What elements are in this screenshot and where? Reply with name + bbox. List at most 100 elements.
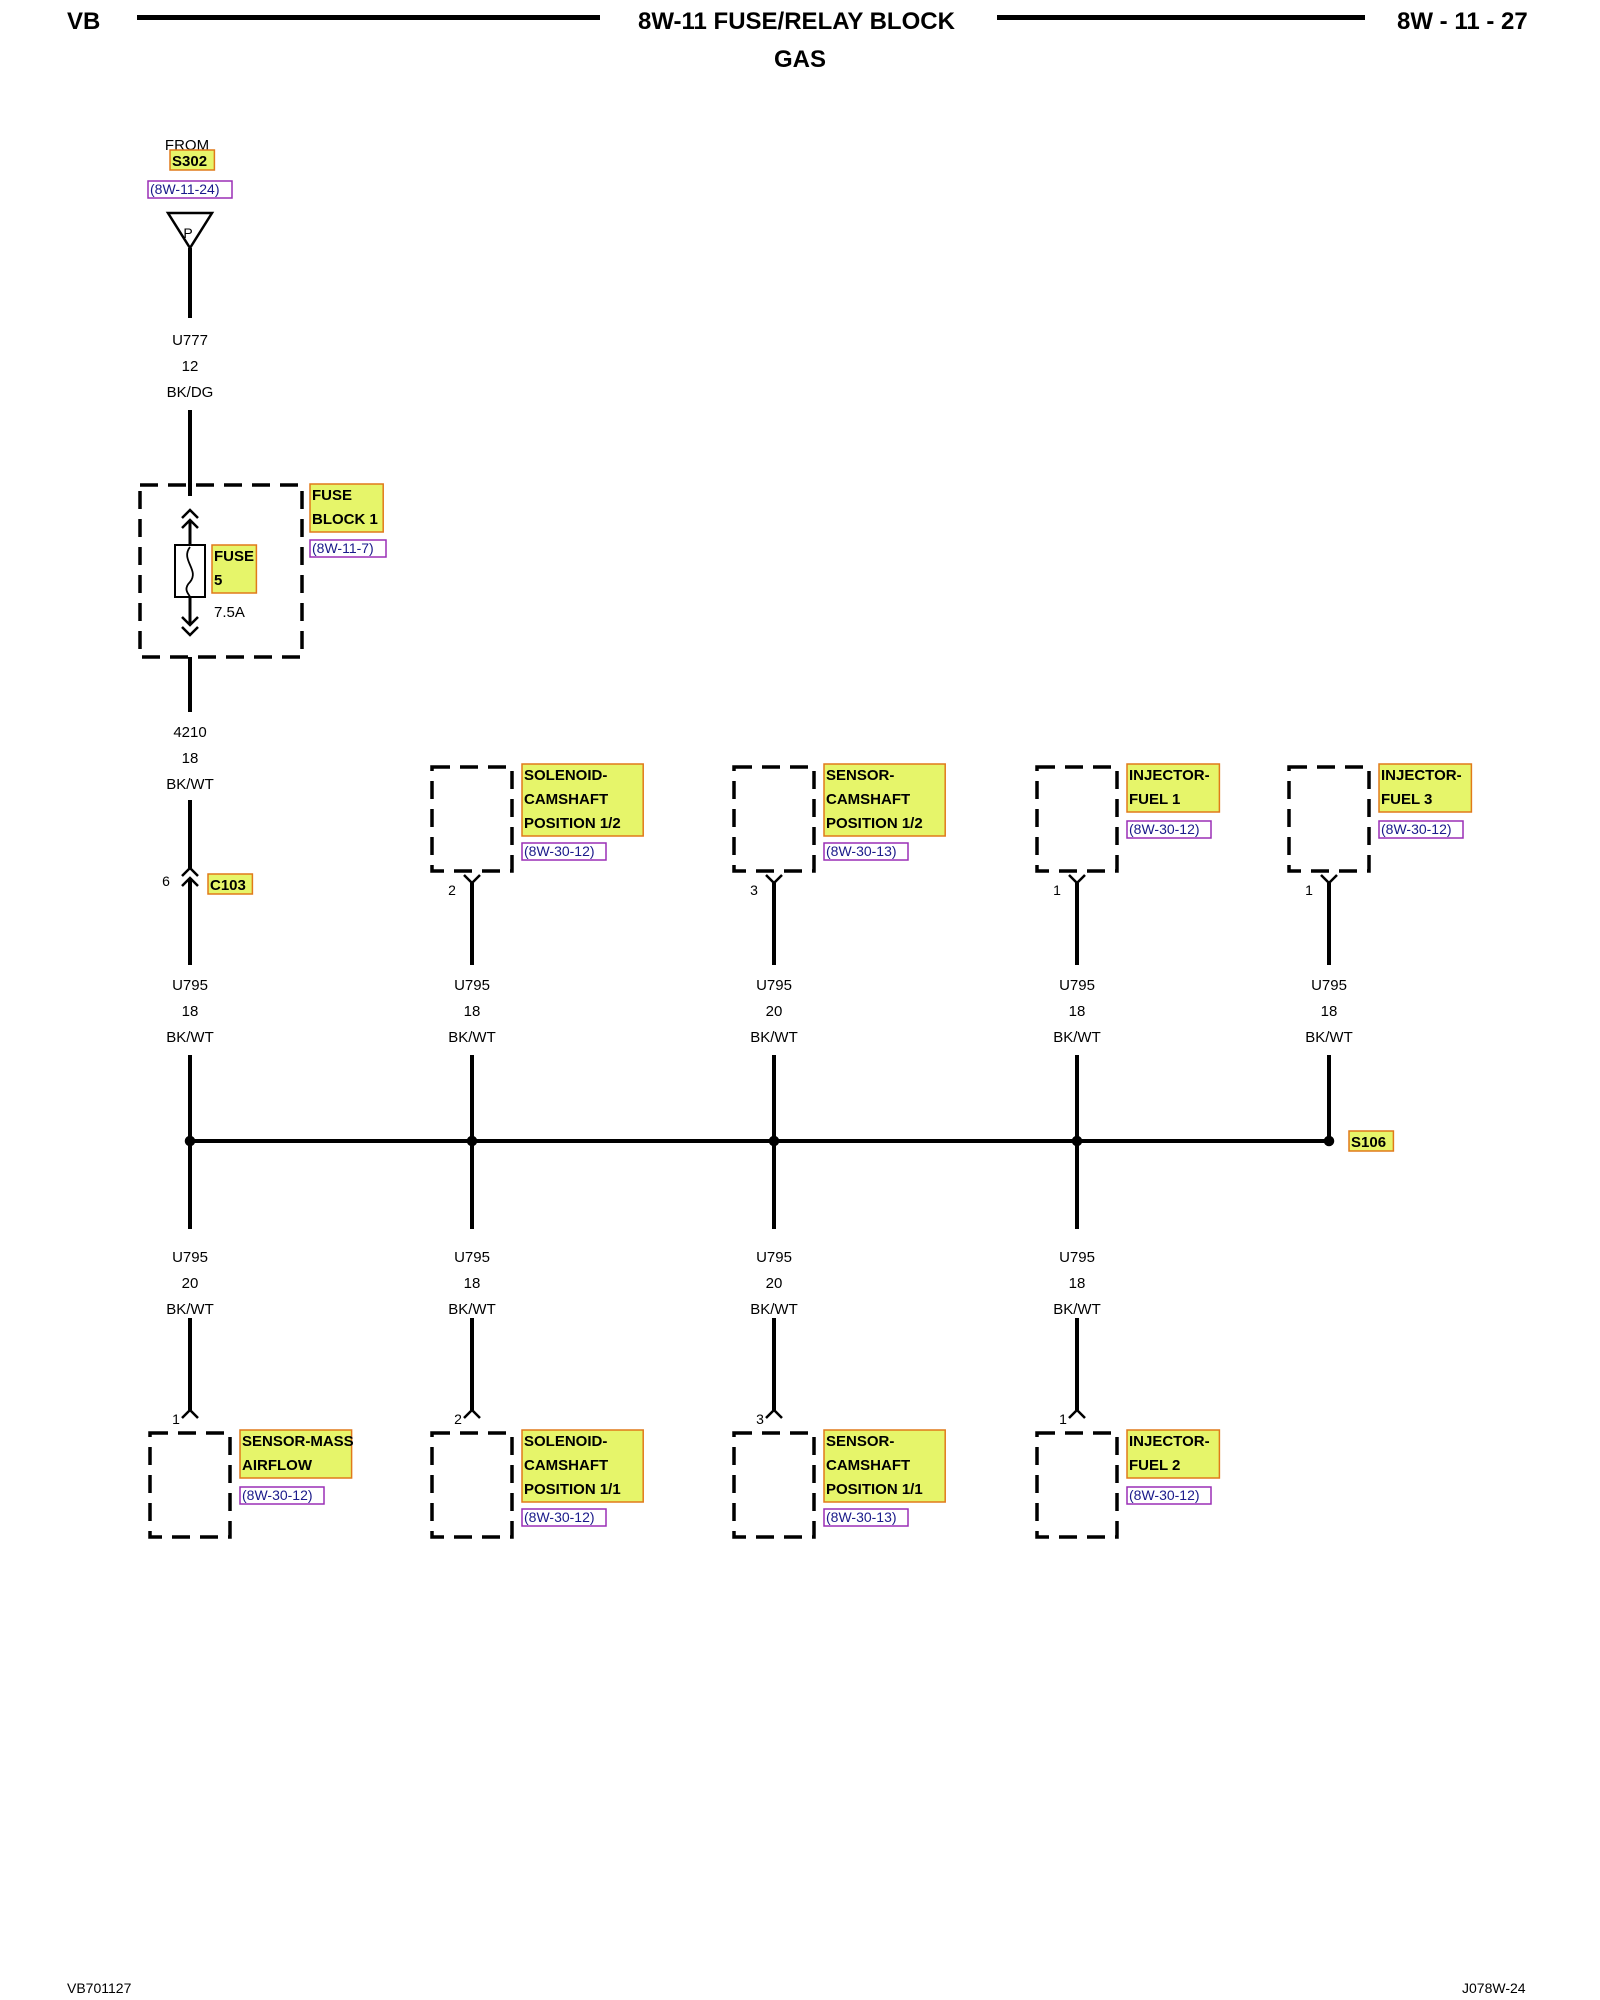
- fuse-block-ref-box: [309, 539, 387, 558]
- out-wire-label-circuit: 4210: [173, 724, 206, 741]
- fuse-block-name-line: BLOCK 1: [312, 511, 378, 528]
- lower-wire-label-0-gauge: 20: [182, 1275, 199, 1292]
- bottom-component-ref-0-box: [239, 1486, 325, 1505]
- fuse-out-connector-icon: [181, 616, 199, 627]
- top-component-name-1-highlight: [823, 763, 946, 837]
- bottom-component-name-3-highlight: [1126, 1429, 1221, 1479]
- lower-wire-label-3-gauge: 18: [1069, 1275, 1086, 1292]
- c103-pin: 6: [162, 873, 170, 889]
- upper-wire-label-0-color: BK/WT: [166, 1029, 214, 1046]
- bottom-component-name-0-line: SENSOR-MASS: [242, 1433, 354, 1450]
- lower-wire-label-1-gauge: 18: [464, 1275, 481, 1292]
- top-component-name-2-highlight: [1126, 763, 1221, 813]
- top-component-ref-2: (8W-30-12): [1129, 821, 1200, 837]
- page-title: 8W-11 FUSE/RELAY BLOCK: [638, 8, 955, 35]
- bottom-component-box-0: [148, 1431, 232, 1539]
- top-component-name-3-highlight: [1378, 763, 1473, 813]
- top-component-name-1-line: SENSOR-: [826, 767, 894, 784]
- header-rule-left: [137, 15, 600, 20]
- bottom-pin-2: 3: [756, 1411, 764, 1427]
- bottom-component-name-2-highlight: [823, 1429, 946, 1503]
- page-number: 8W - 11 - 27: [1397, 8, 1528, 35]
- c103-name-highlight: [207, 873, 254, 895]
- splice-triangle-icon: [165, 211, 215, 251]
- bottom-component-ref-3: (8W-30-12): [1129, 1487, 1200, 1503]
- top-component-ref-3-box: [1378, 820, 1464, 839]
- bottom-component-ref-1-box: [521, 1508, 607, 1527]
- fuse-block-ref: (8W-11-7): [312, 540, 374, 556]
- top-component-name-3-line: FUEL 3: [1381, 791, 1432, 808]
- source-symbol: P: [183, 225, 192, 241]
- fuse-label-highlight: [211, 544, 258, 594]
- splice-node-3: [1071, 1135, 1083, 1147]
- top-component-ref-2-box: [1126, 820, 1212, 839]
- top-pin-0: 2: [448, 882, 456, 898]
- feed-wire-label-circuit: U777: [172, 332, 208, 349]
- top-component-name-0-line: CAMSHAFT: [524, 791, 608, 808]
- bottom-connector-icon-0: [181, 1408, 199, 1419]
- top-connector-icon-0: [463, 874, 481, 885]
- bottom-component-name-0-highlight: [239, 1429, 353, 1479]
- bottom-component-name-2-line: POSITION 1/1: [826, 1481, 923, 1498]
- upper-wire-label-0-circuit: U795: [172, 977, 208, 994]
- bottom-component-name-2-line: SENSOR-: [826, 1433, 894, 1450]
- splice-node-2: [768, 1135, 780, 1147]
- lower-wire-label-0-color: BK/WT: [166, 1301, 214, 1318]
- splice-s106-name-highlight: [1348, 1130, 1395, 1152]
- source-splice-label-highlight: [169, 149, 216, 171]
- bottom-component-name-3-line: INJECTOR-: [1129, 1433, 1210, 1450]
- lower-wire-label-2-circuit: U795: [756, 1249, 792, 1266]
- bottom-component-ref-1: (8W-30-12): [524, 1509, 595, 1525]
- footer-right: J078W-24: [1462, 1980, 1526, 1996]
- top-component-box-3: [1287, 765, 1371, 873]
- top-component-name-2-line: FUEL 1: [1129, 791, 1180, 808]
- bottom-component-ref-3-box: [1126, 1486, 1212, 1505]
- bottom-component-ref-2-box: [823, 1508, 909, 1527]
- bottom-component-name-1-highlight: [521, 1429, 644, 1503]
- top-component-name-0-line: SOLENOID-: [524, 767, 607, 784]
- top-connector-icon-3: [1320, 874, 1338, 885]
- upper-wire-label-3-color: BK/WT: [1053, 1029, 1101, 1046]
- top-component-ref-1: (8W-30-13): [826, 843, 897, 859]
- splice-node-4: [1323, 1135, 1335, 1147]
- feed-wire-label-gauge: 12: [182, 358, 199, 375]
- bottom-component-name-1-line: CAMSHAFT: [524, 1457, 608, 1474]
- upper-wire-label-1-gauge: 18: [464, 1003, 481, 1020]
- lower-wire-label-3-circuit: U795: [1059, 1249, 1095, 1266]
- fuse-rating: 7.5A: [214, 604, 245, 621]
- top-pin-1: 3: [750, 882, 758, 898]
- upper-wire-label-4-circuit: U795: [1311, 977, 1347, 994]
- top-connector-icon-1: [765, 874, 783, 885]
- top-component-box-0: [430, 765, 514, 873]
- upper-wire-label-1-circuit: U795: [454, 977, 490, 994]
- fuse-in-connector-icon-2: [181, 518, 199, 529]
- upper-wire-label-4-gauge: 18: [1321, 1003, 1338, 1020]
- header-left: VB: [67, 8, 101, 35]
- top-component-name-3-line: INJECTOR-: [1381, 767, 1462, 784]
- upper-wire-label-2-color: BK/WT: [750, 1029, 798, 1046]
- top-connector-icon-2: [1068, 874, 1086, 885]
- bottom-pin-0: 1: [172, 1411, 180, 1427]
- top-component-name-1-line: CAMSHAFT: [826, 791, 910, 808]
- lower-wire-label-1-color: BK/WT: [448, 1301, 496, 1318]
- top-component-ref-0-box: [521, 842, 607, 861]
- bottom-connector-icon-3: [1068, 1408, 1086, 1419]
- top-component-ref-0: (8W-30-12): [524, 843, 595, 859]
- upper-wire-label-2-circuit: U795: [756, 977, 792, 994]
- bottom-component-name-3-line: FUEL 2: [1129, 1457, 1180, 1474]
- bottom-component-box-2: [732, 1431, 816, 1539]
- fuse-out-connector-icon-2: [181, 626, 199, 637]
- bottom-component-name-1-line: SOLENOID-: [524, 1433, 607, 1450]
- bottom-pin-1: 2: [454, 1411, 462, 1427]
- source-ref: (8W-11-24): [150, 181, 220, 197]
- top-component-name-0-highlight: [521, 763, 644, 837]
- fuse-icon: [174, 544, 206, 598]
- bottom-component-name-0-line: AIRFLOW: [242, 1457, 313, 1474]
- bottom-connector-icon-1: [463, 1408, 481, 1419]
- fuse-block-name-highlight: [309, 483, 384, 533]
- lower-wire-label-3-color: BK/WT: [1053, 1301, 1101, 1318]
- fuse-block-name-line: FUSE: [312, 487, 352, 504]
- upper-wire-label-3-circuit: U795: [1059, 977, 1095, 994]
- upper-wire-label-4-color: BK/WT: [1305, 1029, 1353, 1046]
